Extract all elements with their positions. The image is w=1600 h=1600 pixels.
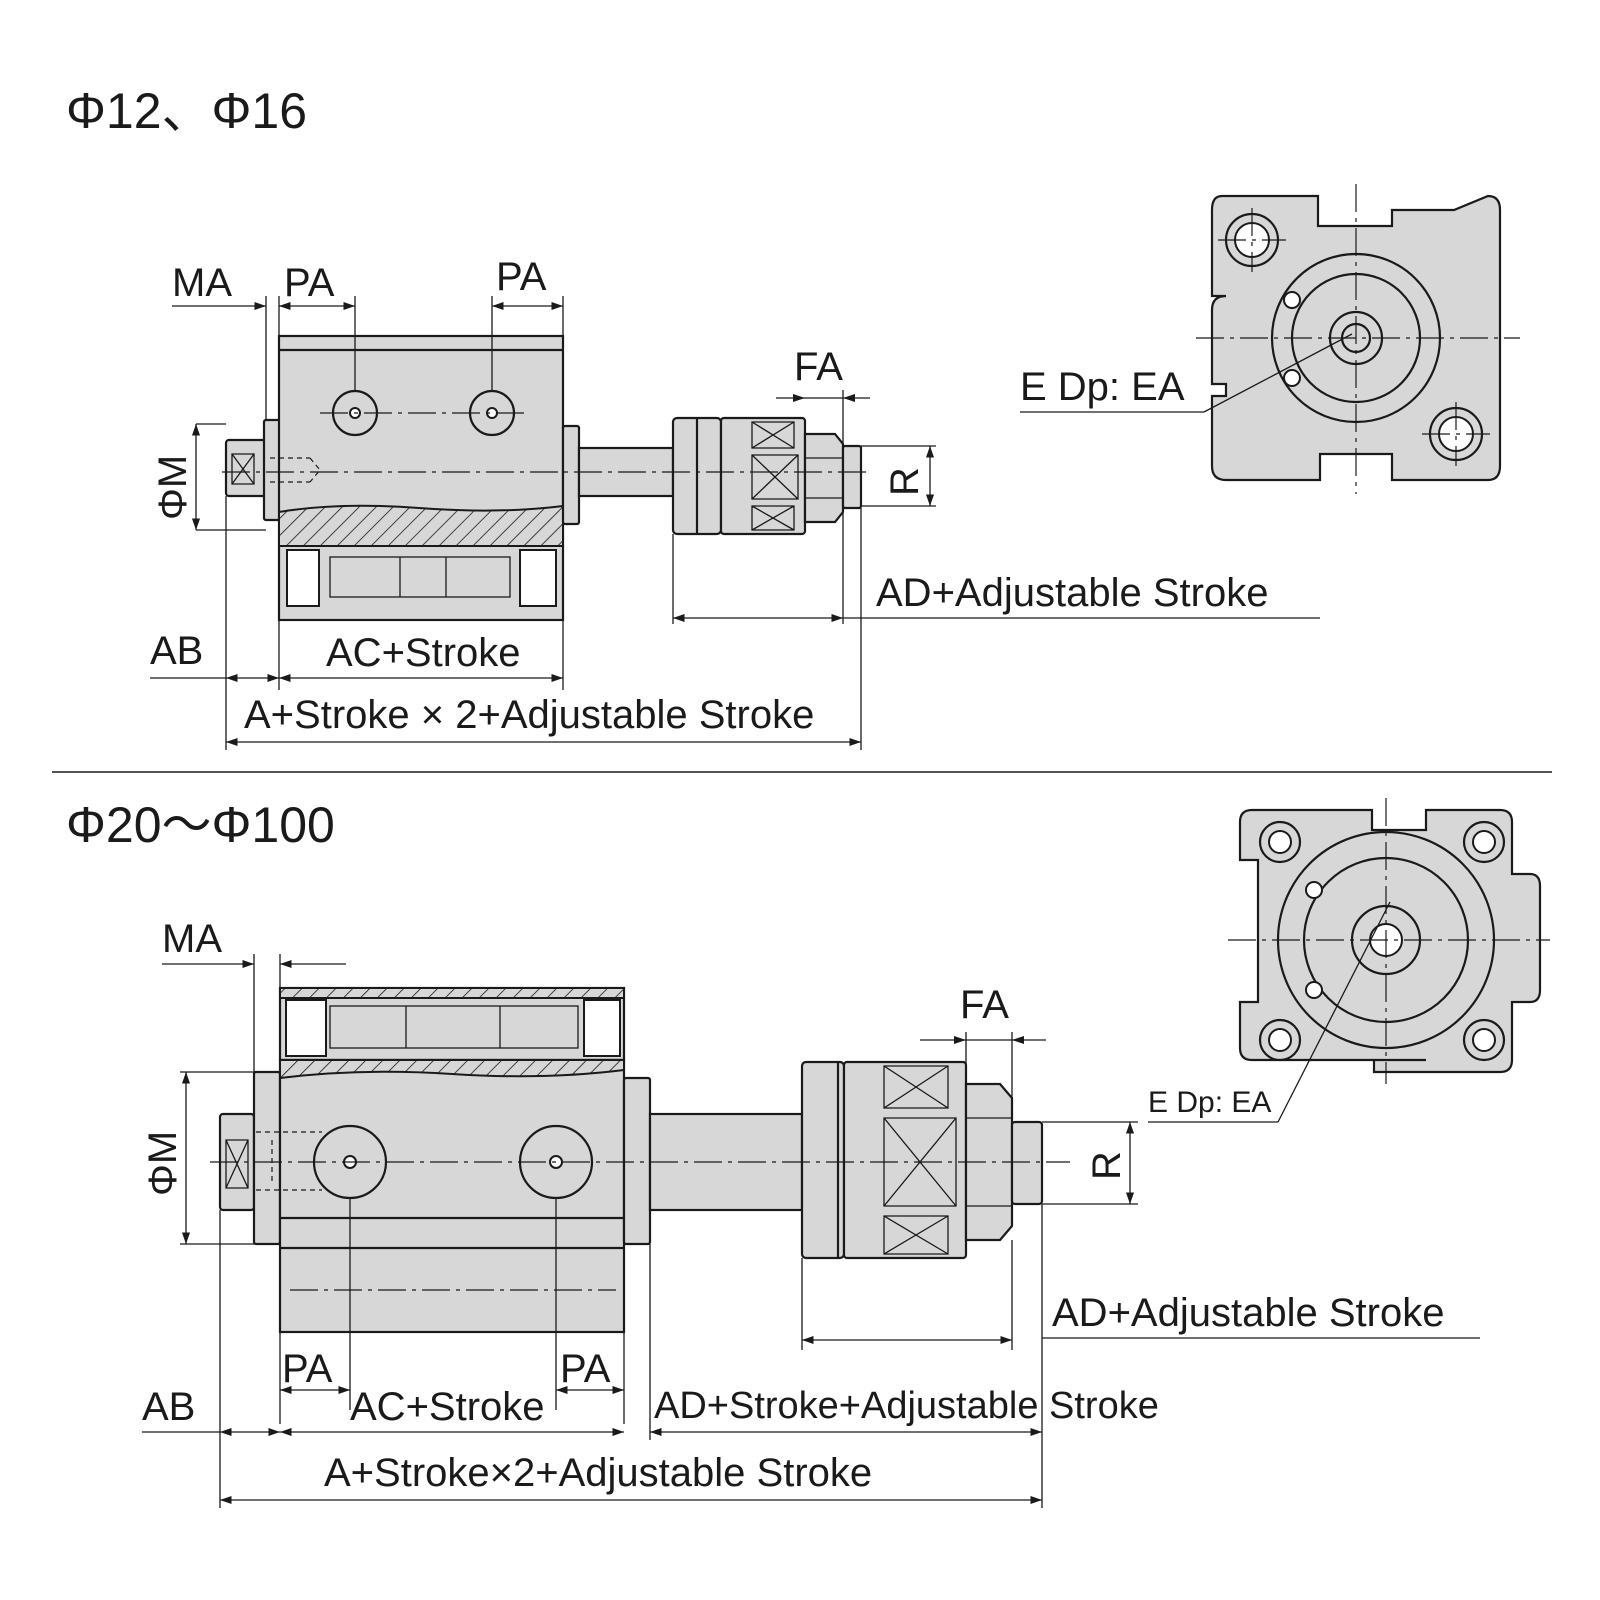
small-edpea-leader xyxy=(1203,333,1353,413)
small-end-pin-bottom xyxy=(1283,369,1301,387)
small-dimensions: MA PA PA FA ΦM R AD+Adjustable Stroke xyxy=(150,255,1320,750)
large-slot-left xyxy=(285,999,327,1057)
large-end-pin-top xyxy=(1305,881,1323,899)
small-lock-nut xyxy=(803,432,845,524)
small-knurl-bottom xyxy=(751,505,795,531)
large-label-edpea: E Dp: EA xyxy=(1148,1086,1271,1119)
small-slot-right xyxy=(519,549,557,607)
small-knurl-top xyxy=(751,421,795,449)
small-end-pin-top xyxy=(1283,291,1301,309)
large-label-ma: MA xyxy=(162,917,222,961)
small-label-ab: AB xyxy=(150,629,203,673)
small-label-fa: FA xyxy=(794,345,843,389)
small-knurl-mid xyxy=(751,454,799,500)
large-label-r: R xyxy=(1085,1151,1129,1180)
large-knurl-bottom xyxy=(883,1215,949,1255)
small-body xyxy=(277,334,565,622)
large-end-pin-bottom xyxy=(1305,981,1323,999)
small-body-section xyxy=(278,504,564,547)
small-rear-nut xyxy=(231,453,255,485)
small-slot-left xyxy=(286,549,320,607)
section-large-title: Φ20～Φ100 xyxy=(66,797,335,853)
large-front-flange xyxy=(622,1076,652,1246)
small-label-ac-stroke: AC+Stroke xyxy=(326,631,521,675)
large-body xyxy=(278,1058,626,1334)
large-cylinder-side-view xyxy=(210,986,1070,1334)
large-label-pa-right: PA xyxy=(560,1347,611,1391)
small-front-flange xyxy=(561,424,581,526)
small-label-ma: MA xyxy=(172,261,232,305)
large-dimensions: MA FA ΦM R AD+Adjustable Stroke PA PA xyxy=(141,917,1480,1508)
large-top-hatch xyxy=(279,987,625,999)
large-label-pa-left: PA xyxy=(282,1347,333,1391)
large-rear-nut xyxy=(225,1139,249,1189)
large-end-hole-br-inner xyxy=(1472,1028,1496,1052)
large-body-hatch xyxy=(279,1059,625,1080)
large-label-ac-stroke: AC+Stroke xyxy=(350,1385,545,1429)
small-hidden-thread xyxy=(270,457,321,483)
large-end-hole-tl-inner xyxy=(1268,830,1292,854)
small-label-r: R xyxy=(883,467,927,496)
small-rear-flange xyxy=(262,418,282,522)
section-small-title: Φ12、Φ16 xyxy=(66,83,307,139)
small-label-pa-left: PA xyxy=(284,261,335,305)
large-end-hole-tr-inner xyxy=(1472,830,1496,854)
small-rod-end xyxy=(841,444,863,510)
large-end-hole-bl-inner xyxy=(1268,1028,1292,1052)
large-slot-inner xyxy=(329,1005,579,1049)
small-cylinder-side-view xyxy=(222,334,870,622)
large-slot-right xyxy=(583,999,621,1057)
large-label-ab: AB xyxy=(142,1385,195,1429)
large-label-ad-adjustable: AD+Adjustable Stroke xyxy=(1052,1291,1444,1335)
large-label-ad-stroke-adjustable: AD+Stroke+Adjustable Stroke xyxy=(654,1385,1159,1427)
small-label-ad-adjustable: AD+Adjustable Stroke xyxy=(876,571,1268,615)
small-slot-inner xyxy=(329,556,511,598)
large-lock-nut xyxy=(964,1082,1014,1242)
small-end-view: E Dp: EA xyxy=(1020,184,1520,494)
large-rear-flange xyxy=(252,1070,282,1246)
small-adjust-sleeve xyxy=(719,416,807,536)
small-label-pa-right: PA xyxy=(496,255,547,299)
large-knurl-top xyxy=(883,1065,949,1109)
small-label-edpea: E Dp: EA xyxy=(1020,365,1185,409)
large-rod-end xyxy=(1010,1120,1044,1206)
large-edpea-leader xyxy=(1277,901,1391,1123)
large-label-a-total: A+Stroke×2+Adjustable Stroke xyxy=(324,1451,872,1495)
small-label-a-total: A+Stroke × 2+Adjustable Stroke xyxy=(244,693,814,737)
large-label-fa: FA xyxy=(960,983,1009,1027)
large-end-view: E Dp: EA xyxy=(1148,798,1550,1123)
small-label-phim: ΦM xyxy=(151,455,195,520)
large-label-phim: ΦM xyxy=(141,1131,185,1196)
